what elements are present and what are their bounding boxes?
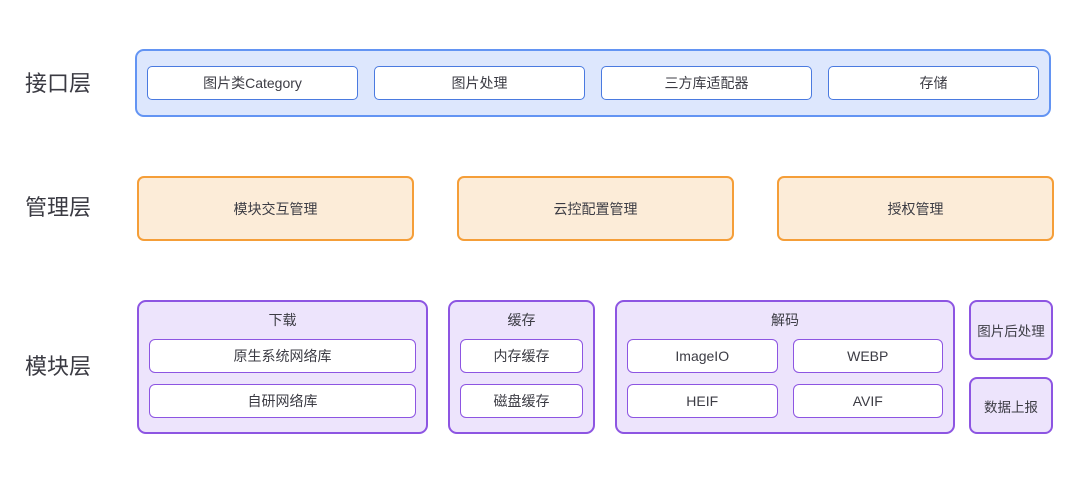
module-item-memory-cache: 内存缓存: [460, 339, 583, 373]
module-item-native-network-lib: 原生系统网络库: [149, 339, 416, 373]
module-group-cache: 缓存 内存缓存 磁盘缓存: [448, 300, 595, 434]
module-group-download-items: 原生系统网络库 自研网络库: [149, 339, 416, 418]
module-group-cache-title: 缓存: [507, 312, 536, 328]
module-item-inhouse-network-lib: 自研网络库: [149, 384, 416, 418]
module-group-decode-items: ImageIO WEBP HEIF AVIF: [627, 339, 943, 418]
module-item-heif: HEIF: [627, 384, 778, 418]
interface-item-image-category: 图片类Category: [147, 66, 358, 100]
module-group-download: 下载 原生系统网络库 自研网络库: [137, 300, 428, 434]
module-group-download-title: 下载: [268, 312, 297, 328]
module-side-column: 图片后处理 数据上报: [969, 300, 1053, 434]
interface-layer-label: 接口层: [25, 71, 92, 96]
module-item-imageio: ImageIO: [627, 339, 778, 373]
interface-item-thirdparty-adapter: 三方库适配器: [601, 66, 812, 100]
interface-layer-container: 图片类Category 图片处理 三方库适配器 存储: [135, 49, 1051, 117]
interface-item-storage: 存储: [828, 66, 1039, 100]
management-layer-row: 模块交互管理 云控配置管理 授权管理: [137, 176, 1054, 241]
module-group-decode: 解码 ImageIO WEBP HEIF AVIF: [615, 300, 955, 434]
module-layer-row: 下载 原生系统网络库 自研网络库 缓存 内存缓存 磁盘缓存 解码 ImageIO…: [137, 300, 1053, 434]
module-item-image-postprocess: 图片后处理: [969, 300, 1053, 360]
module-item-avif: AVIF: [792, 384, 943, 418]
module-group-decode-title: 解码: [771, 312, 799, 328]
management-item-cloud-config: 云控配置管理: [457, 176, 734, 241]
module-group-cache-items: 内存缓存 磁盘缓存: [460, 339, 583, 418]
management-layer-label: 管理层: [25, 195, 92, 220]
interface-item-image-processing: 图片处理: [374, 66, 585, 100]
management-item-module-interaction: 模块交互管理: [137, 176, 414, 241]
module-item-data-report: 数据上报: [969, 377, 1053, 434]
module-item-webp: WEBP: [792, 339, 943, 373]
module-layer-label: 模块层: [25, 354, 92, 379]
management-item-authorization: 授权管理: [777, 176, 1054, 241]
module-item-disk-cache: 磁盘缓存: [460, 384, 583, 418]
